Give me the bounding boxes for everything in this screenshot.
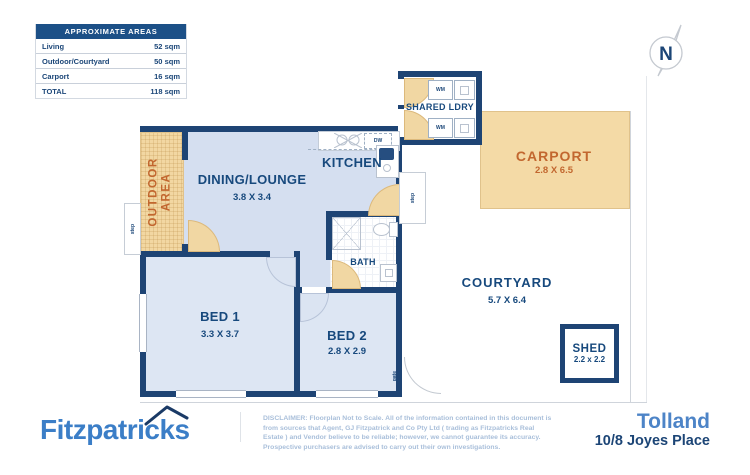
shed: SHED 2.2 x 2.2 [560, 324, 619, 383]
area-value: 52 sqm [154, 41, 180, 51]
door-opening [398, 79, 404, 105]
room-label-shed: SHED [572, 343, 607, 355]
wall [182, 244, 188, 251]
areas-table-row: Carport 16 sqm [36, 69, 186, 84]
tub-icon [460, 85, 469, 95]
step-label: step [409, 192, 416, 204]
dishwasher-label: DW [373, 138, 383, 144]
window [139, 294, 147, 352]
area-label: Carport [42, 71, 70, 81]
street-address: 10/8 Joyes Place [594, 433, 710, 449]
counter-dashed-line [308, 149, 398, 150]
stove-icon [334, 133, 362, 148]
areas-table-row-total: TOTAL 118 sqm [36, 84, 186, 98]
toilet-cistern [389, 222, 398, 237]
carport-zone [480, 111, 630, 209]
wm-label: WM [436, 87, 445, 93]
area-value: 16 sqm [154, 71, 180, 81]
wall [398, 139, 482, 145]
room-dims-shed: 2.2 x 2.2 [573, 355, 606, 364]
courtyard-fence-bottom [140, 402, 647, 403]
room-label-kitchen: KITCHEN [322, 155, 382, 170]
room-dims-dining: 3.8 X 3.4 [232, 192, 272, 203]
wall [140, 391, 402, 397]
outdoor-area-text: OUTDOOR AREA [148, 156, 173, 227]
property-address-block: Tolland 10/8 Joyes Place [510, 410, 710, 450]
room-dims-carport: 2.8 X 6.5 [534, 165, 574, 176]
gate-label: gate [392, 370, 398, 382]
wall [326, 287, 402, 293]
door-opening [398, 109, 404, 137]
boundary-line [646, 76, 647, 402]
area-label: TOTAL [42, 86, 67, 96]
area-value: 118 sqm [150, 86, 180, 96]
area-value: 50 sqm [154, 56, 180, 66]
wall [326, 211, 332, 260]
wall [396, 126, 402, 397]
shower [332, 217, 361, 250]
room-label-laundry: SHARED LDRY [406, 102, 474, 112]
area-label: Living [42, 41, 65, 51]
room-dims-bed1: 3.3 X 3.7 [200, 329, 240, 340]
sink-tap-icon [383, 164, 391, 172]
room-label-bed2: BED 2 [327, 328, 367, 343]
areas-table-header: APPROXIMATE AREAS [36, 24, 186, 39]
wall [140, 251, 270, 257]
step-marker: step [399, 172, 426, 224]
disclaimer-text: DISCLAIMER: Floorplan Not to Scale. All … [263, 415, 552, 451]
areas-table-row: Outdoor/Courtyard 50 sqm [36, 54, 186, 69]
wall [182, 132, 188, 160]
room-label-courtyard: COURTYARD [461, 275, 553, 290]
toilet [373, 223, 390, 236]
logo-roof-icon [144, 405, 189, 426]
window [316, 390, 378, 398]
room-dims-courtyard: 5.7 X 6.4 [487, 295, 527, 306]
window [176, 390, 246, 398]
areas-table-row: Living 52 sqm [36, 39, 186, 54]
footer-divider [240, 412, 241, 442]
wall [140, 126, 402, 132]
suburb-name: Tolland [636, 410, 710, 433]
wall [326, 211, 402, 217]
step-marker: step [124, 203, 141, 255]
laundry-tub [454, 80, 475, 100]
laundry-tub [454, 118, 475, 138]
room-label-dining: DINING/LOUNGE [197, 172, 307, 187]
washing-machine: WM [428, 118, 453, 138]
wall [476, 71, 482, 145]
wall [398, 71, 404, 145]
wall [398, 71, 482, 77]
wall [294, 287, 302, 293]
vanity [380, 264, 397, 282]
step-label: step [129, 223, 136, 235]
room-dims-bed2: 2.8 X 2.9 [327, 346, 367, 357]
room-label-bath: BATH [350, 257, 376, 267]
courtyard-fence-right [630, 111, 631, 402]
washing-machine: WM [428, 80, 453, 100]
bed1-floor [146, 257, 294, 391]
room-label-carport: CARPORT [515, 148, 593, 164]
wall [294, 251, 300, 397]
north-label: N [659, 44, 673, 65]
room-label-outdoor: OUTDOOR AREA [140, 132, 182, 251]
room-label-bed1: BED 1 [200, 309, 240, 324]
sink-basin [379, 148, 394, 160]
area-label: Outdoor/Courtyard [42, 56, 110, 66]
vanity-basin-icon [384, 269, 393, 277]
fitzpatricks-logo: Fitzpatricks [40, 414, 190, 445]
tub-icon [460, 123, 469, 133]
door-arc [300, 293, 329, 322]
gate-marker: gate [388, 360, 402, 392]
wm-label: WM [436, 125, 445, 131]
gate-arc [404, 357, 441, 394]
outdoor-area-zone [140, 132, 184, 253]
areas-table: APPROXIMATE AREAS Living 52 sqm Outdoor/… [35, 24, 187, 99]
north-arrow-icon: N [649, 24, 683, 77]
